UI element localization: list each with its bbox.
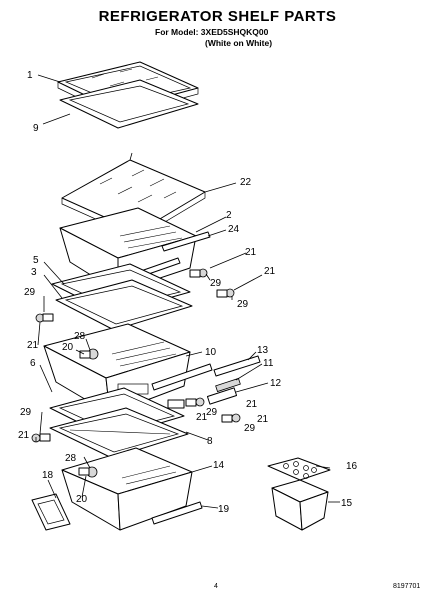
drawer-rail-10 [151,363,213,391]
callout-18: 18 [42,470,54,481]
callout-29-c: 29 [237,299,249,310]
callout-9: 9 [33,123,39,134]
egg-tray [267,457,331,481]
callout-21-c: 21 [27,340,39,351]
callout-21-e: 21 [257,414,269,425]
callout-28-b: 28 [65,453,77,464]
callout-29-a: 29 [24,287,36,298]
callout-2: 2 [226,210,232,221]
callout-15: 15 [341,498,353,509]
callout-21-a: 21 [245,247,257,258]
roller-assembly-left-upper [35,313,54,323]
callout-12: 12 [270,378,282,389]
callout-21-b: 21 [264,266,276,277]
roller-28-20-lower [78,466,98,478]
color-label: (White on White) [205,38,273,48]
callout-29-d: 29 [206,407,218,418]
roller-assembly-right-lower [167,397,241,423]
drawer-rail-24 [161,231,211,252]
page-number: 4 [214,583,218,590]
callout-6: 6 [30,358,36,369]
callout-20-b: 20 [76,494,88,505]
upper-shelf-frame [55,279,193,331]
callout-21-d: 21 [246,399,258,410]
roller-28-20-upper [79,348,99,360]
callout-16: 16 [346,461,358,472]
callout-28-a: 28 [74,331,86,342]
top-shelf-frame [59,79,199,129]
callout-10: 10 [205,347,217,358]
drawer-rail-13 [213,355,261,377]
bottom-rail [151,501,203,525]
callout-24: 24 [228,224,240,235]
callout-11: 11 [263,358,274,369]
leader-lines [35,74,340,509]
callout-14: 14 [213,460,225,471]
callout-29-b: 29 [210,278,222,289]
callout-20-a: 20 [62,342,74,353]
roller-assembly-right-upper [189,268,235,298]
callout-labels: 1 9 22 2 24 21 5 3 29 21 29 29 21 28 20 … [18,70,358,515]
callout-29-e: 29 [244,423,256,434]
bottom-drawer [61,447,193,531]
model-number-label: For Model: 3XED5SHQKQ00 [155,27,269,37]
callout-21-g: 21 [196,412,208,423]
callout-19: 19 [218,504,230,515]
small-cover-tray [31,493,71,531]
slide-bracket-11 [215,377,241,393]
callout-29-f: 29 [20,407,32,418]
callout-3: 3 [31,267,37,278]
callout-1: 1 [27,70,33,81]
lower-shelf-frame [49,407,189,459]
callout-13: 13 [257,345,269,356]
slide-bracket-12 [206,387,238,405]
egg-bin [271,479,329,531]
roller-assembly-left-lower [31,433,51,443]
callout-5: 5 [33,255,39,266]
page-title: REFRIGERATOR SHELF PARTS [98,8,337,25]
callout-8: 8 [207,436,213,447]
document-number: 8197701 [393,583,421,590]
callout-22: 22 [240,177,252,188]
callout-21-f: 21 [18,430,30,441]
